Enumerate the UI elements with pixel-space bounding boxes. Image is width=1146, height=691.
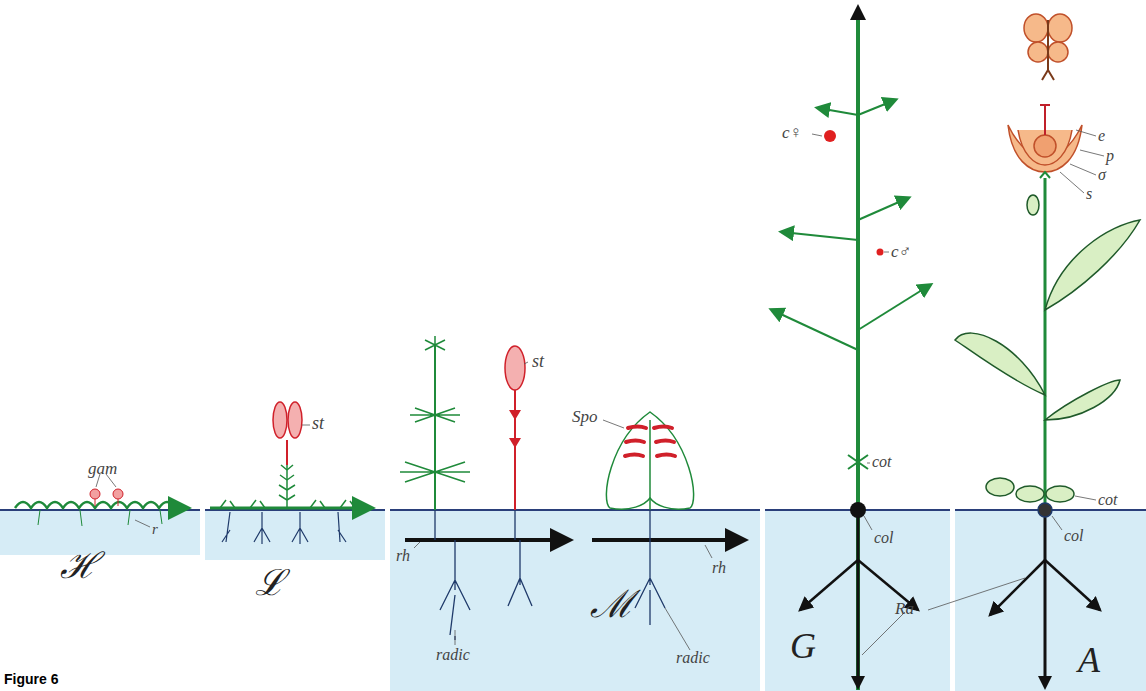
cotyledon-label: cot: [872, 454, 892, 470]
root-label: radic: [676, 650, 710, 666]
part-label: σ: [1098, 167, 1106, 183]
sporangia-label: Spo: [572, 408, 598, 425]
collar-label: col: [1064, 528, 1084, 544]
rhizoid-label: r: [152, 522, 158, 537]
part-label: e: [1098, 128, 1105, 144]
panel-letter: ℋ: [60, 548, 98, 584]
rhizome-label: rh: [712, 560, 726, 576]
gametangia-label: gam: [88, 460, 117, 477]
female-cone-label: c♀: [782, 124, 802, 141]
male-cone-label: c♂: [891, 243, 911, 260]
figure-caption: Figure 6: [4, 672, 58, 686]
rhizome-label: rh: [396, 548, 410, 564]
root-label: radic: [436, 647, 470, 663]
sporophyte-label: st: [312, 414, 324, 432]
part-label: p: [1106, 148, 1114, 164]
part-label: s: [1086, 186, 1092, 202]
panel-letter: ℳ: [590, 585, 634, 623]
strobilus-label: st: [532, 352, 544, 370]
panel-letter: A: [1078, 642, 1100, 678]
cotyledon-label: cot: [1098, 492, 1118, 508]
panel-letter: ℒ: [255, 565, 285, 601]
panel-letter: G: [790, 628, 816, 664]
root-label: Ra: [895, 600, 914, 617]
collar-label: col: [874, 530, 894, 546]
